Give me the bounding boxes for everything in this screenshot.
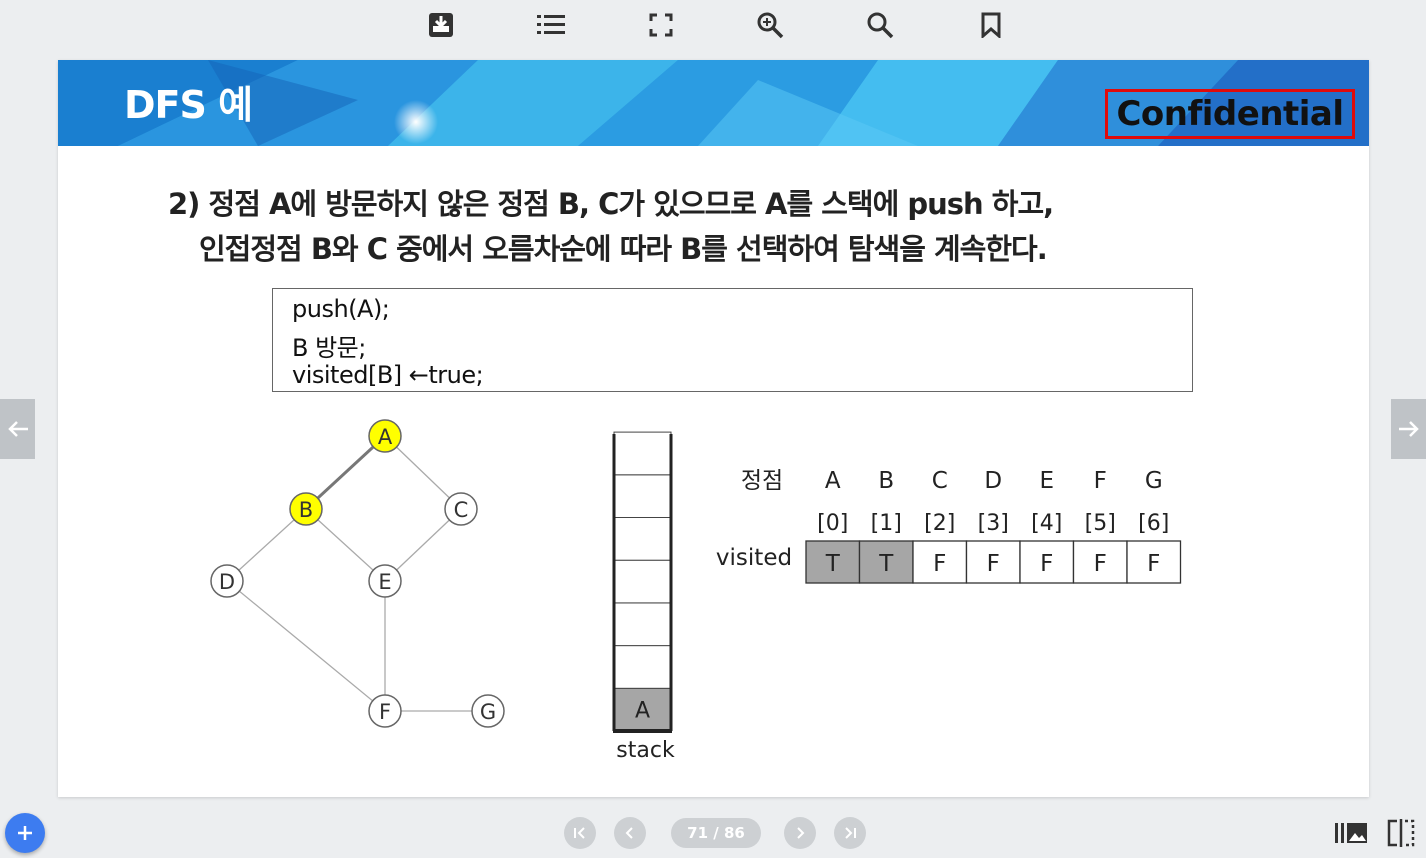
stack-cell [613, 431, 672, 476]
graph-node [444, 492, 478, 526]
graph-node-label: F [379, 700, 391, 724]
vertex-label: A [825, 468, 841, 494]
previous-page-arrow[interactable] [0, 399, 35, 459]
vertex-header-label: 정점 [741, 468, 783, 494]
graph-node [289, 492, 323, 526]
code-line: B 방문; [292, 334, 366, 362]
visited-cell [1072, 540, 1128, 584]
graph-node [471, 694, 505, 728]
fullscreen-icon[interactable] [643, 8, 679, 42]
visited-value: F [987, 551, 1000, 577]
graph-node-label: D [219, 570, 235, 594]
slide-page: DFS 예 Confidential 2) 정점 A에 방문하지 않은 정점 B… [58, 60, 1369, 797]
last-page-button[interactable] [834, 817, 866, 849]
vertex-index: [5] [1085, 511, 1116, 536]
graph-edge [384, 435, 462, 510]
graph-node-label: G [480, 700, 496, 724]
visited-value: T [878, 551, 894, 577]
stack-cell [613, 474, 672, 518]
graph-edge [305, 508, 386, 582]
graph-node [368, 564, 402, 598]
vertex-index: [0] [817, 511, 848, 536]
visited-value: F [1147, 551, 1160, 577]
code-line: push(A); [292, 295, 390, 323]
next-page-arrow[interactable] [1391, 399, 1426, 459]
graph-node [210, 564, 244, 598]
vertex-label: C [932, 468, 948, 494]
vertex-index: [3] [978, 511, 1009, 536]
slide-title: DFS 예 [124, 83, 253, 127]
graph-edge [304, 434, 387, 511]
vertex-label: G [1145, 468, 1163, 494]
vertex-label: E [1039, 468, 1054, 494]
download-icon[interactable] [423, 8, 459, 42]
visited-cell [1126, 540, 1182, 584]
vertex-index: [6] [1138, 511, 1169, 536]
visited-value: F [933, 551, 946, 577]
two-page-view-icon[interactable] [1386, 818, 1416, 848]
description-line-1: 2) 정점 A에 방문하지 않은 정점 B, C가 있으므로 A를 스택에 pu… [168, 187, 1054, 221]
stack-item: A [635, 699, 650, 724]
graph-node-label: A [378, 425, 393, 449]
stack-cell [613, 602, 672, 647]
graph-node [368, 694, 402, 728]
visited-value: T [825, 551, 841, 577]
previous-page-button[interactable] [614, 817, 646, 849]
stack-cell [613, 559, 672, 604]
description-line-2: 인접정점 B와 C 중에서 오름차순에 따라 B를 선택하여 탐색을 계속한다. [199, 232, 1048, 266]
first-page-button[interactable] [564, 817, 596, 849]
graph-node-label: B [299, 498, 313, 522]
table-of-contents-icon[interactable] [533, 8, 569, 42]
graph-node-label: C [454, 498, 469, 522]
visited-cell [805, 540, 861, 584]
graph-edge [384, 508, 462, 582]
page-indicator[interactable]: 71 / 86 [671, 818, 761, 848]
thumbnails-icon[interactable] [1333, 820, 1369, 846]
visited-value: F [1040, 551, 1053, 577]
graph-node-label: E [378, 570, 391, 594]
code-box: push(A); B 방문; visited[B] ←true; [272, 288, 1193, 392]
confidential-label: Confidential [1105, 89, 1355, 139]
visited-value: F [1094, 551, 1107, 577]
stack-cell [613, 645, 672, 689]
bookmark-icon[interactable] [973, 8, 1009, 42]
slide-banner [58, 60, 1369, 146]
zoom-in-icon[interactable] [752, 8, 788, 42]
next-page-button[interactable] [784, 817, 816, 849]
vertex-label: F [1094, 468, 1107, 494]
graph-edge [226, 508, 307, 582]
vertex-index: [1] [871, 511, 902, 536]
graph-node [368, 419, 402, 453]
vertex-label: D [984, 468, 1002, 494]
viewer-toolbar [0, 0, 1426, 52]
vertex-index: [4] [1031, 511, 1062, 536]
vertex-label: B [878, 468, 894, 494]
stack-label: stack [616, 738, 675, 763]
stack-cell [613, 687, 672, 732]
vertex-index: [2] [924, 511, 955, 536]
code-line: visited[B] ←true; [292, 361, 484, 389]
add-button[interactable] [5, 813, 45, 853]
search-icon[interactable] [862, 8, 898, 42]
graph-edge [226, 580, 386, 712]
stack-cell [613, 517, 672, 561]
visited-row-label: visited [716, 545, 792, 571]
